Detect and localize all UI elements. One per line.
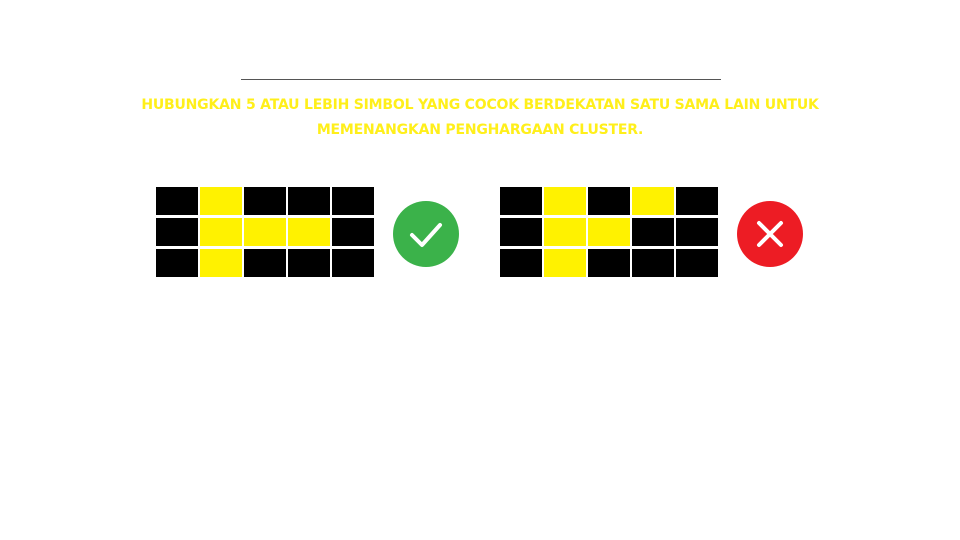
highlighted-symbol-cell — [544, 249, 586, 277]
highlighted-symbol-cell — [544, 218, 586, 246]
highlighted-symbol-cell — [200, 249, 242, 277]
empty-symbol-cell — [156, 187, 198, 215]
empty-symbol-cell — [332, 249, 374, 277]
empty-symbol-cell — [676, 187, 718, 215]
highlighted-symbol-cell — [244, 218, 286, 246]
empty-symbol-cell — [288, 187, 330, 215]
empty-symbol-cell — [588, 249, 630, 277]
empty-symbol-cell — [632, 249, 674, 277]
highlighted-symbol-cell — [588, 218, 630, 246]
empty-symbol-cell — [676, 218, 718, 246]
empty-symbol-cell — [332, 187, 374, 215]
empty-symbol-cell — [156, 249, 198, 277]
empty-symbol-cell — [156, 218, 198, 246]
highlighted-symbol-cell — [200, 218, 242, 246]
valid-cluster-example-grid — [156, 187, 374, 277]
empty-symbol-cell — [244, 187, 286, 215]
empty-symbol-cell — [632, 218, 674, 246]
cluster-rule-line-1: HUBUNGKAN 5 ATAU LEBIH SIMBOL YANG COCOK… — [141, 97, 819, 113]
empty-symbol-cell — [332, 218, 374, 246]
empty-symbol-cell — [500, 249, 542, 277]
checkmark-icon — [393, 201, 459, 267]
empty-symbol-cell — [500, 187, 542, 215]
highlighted-symbol-cell — [544, 187, 586, 215]
cluster-rule-line-2: MEMENANGKAN PENGHARGAAN CLUSTER. — [316, 122, 644, 138]
invalid-result-badge — [737, 201, 803, 267]
highlighted-symbol-cell — [288, 218, 330, 246]
highlighted-symbol-cell — [200, 187, 242, 215]
empty-symbol-cell — [588, 187, 630, 215]
empty-symbol-cell — [288, 249, 330, 277]
valid-result-badge — [393, 201, 459, 267]
empty-symbol-cell — [244, 249, 286, 277]
invalid-cluster-example-grid — [500, 187, 718, 277]
cluster-rule-text: HUBUNGKAN 5 ATAU LEBIH SIMBOL YANG COCOK… — [100, 93, 860, 143]
cross-icon — [737, 201, 803, 267]
highlighted-symbol-cell — [632, 187, 674, 215]
empty-symbol-cell — [500, 218, 542, 246]
header-divider — [241, 79, 721, 80]
empty-symbol-cell — [676, 249, 718, 277]
